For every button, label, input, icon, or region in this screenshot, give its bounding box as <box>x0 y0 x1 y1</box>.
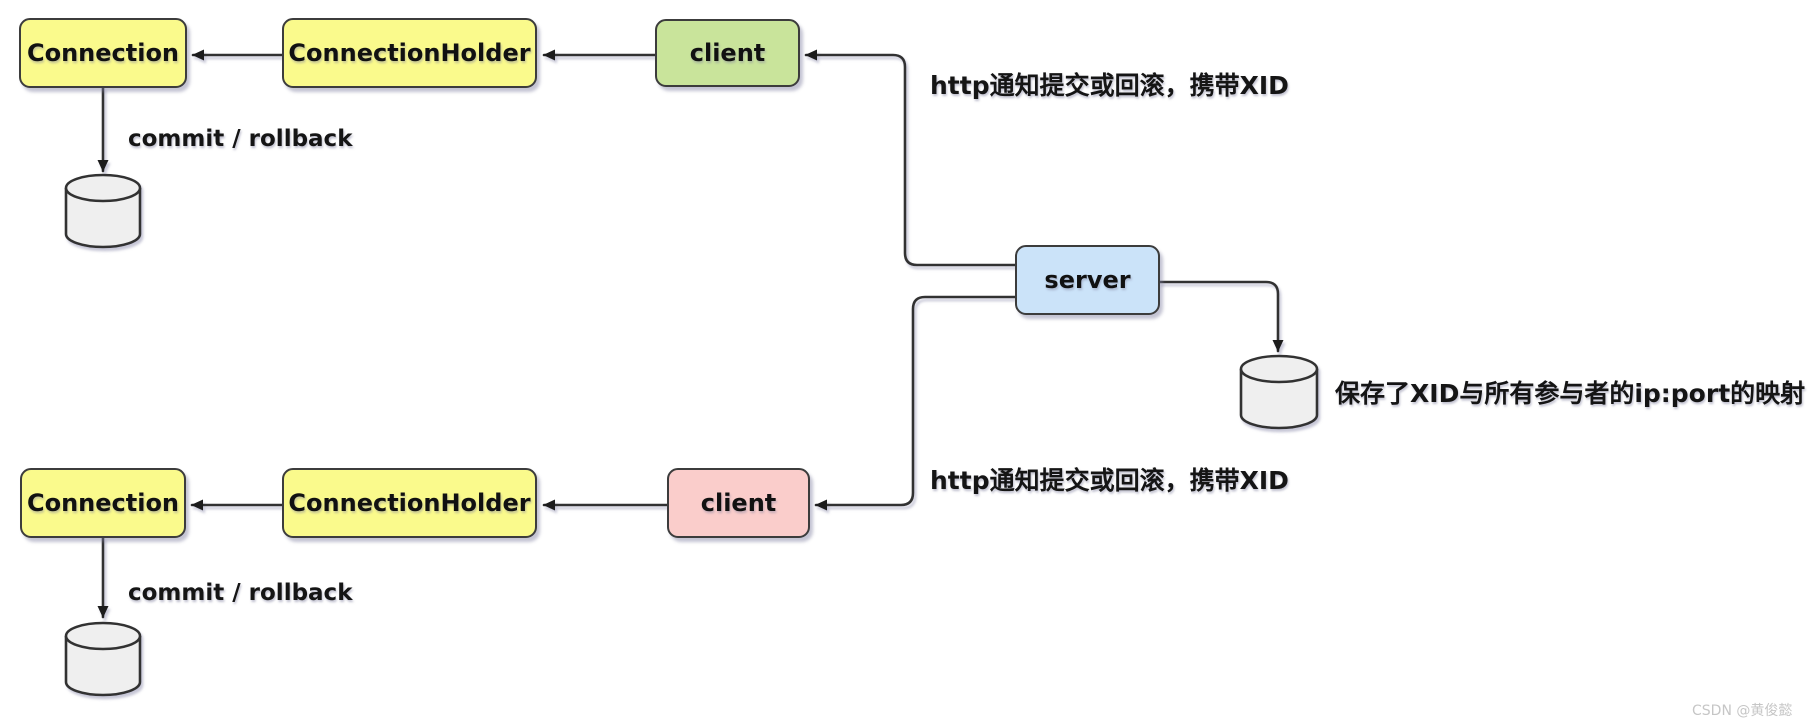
node-server: server <box>1015 245 1160 315</box>
database-icon <box>64 621 142 697</box>
node-client-top: client <box>655 19 800 87</box>
node-connection-holder-top: ConnectionHolder <box>282 18 537 88</box>
node-label: client <box>700 489 777 517</box>
node-connection-holder-bottom: ConnectionHolder <box>282 468 537 538</box>
node-connection-top: Connection <box>19 18 187 88</box>
node-client-bottom: client <box>667 468 810 538</box>
database-icon <box>1239 354 1319 430</box>
edge-label-http-notify-top: http通知提交或回滚，携带XID <box>930 71 1289 100</box>
edge-label-http-notify-bottom: http通知提交或回滚，携带XID <box>930 466 1289 495</box>
database-icon <box>64 173 142 249</box>
csdn-watermark: CSDN @黄俊懿 <box>1692 703 1793 719</box>
node-connection-bottom: Connection <box>20 468 186 538</box>
edge-label-xid-mapping: 保存了XID与所有参与者的ip:port的映射 <box>1335 379 1806 408</box>
arrow-server-to-db <box>1158 280 1284 353</box>
node-label: ConnectionHolder <box>288 39 531 67</box>
edge-label-commit-rollback-top: commit / rollback <box>128 126 353 152</box>
node-label: ConnectionHolder <box>288 489 531 517</box>
edge-label-commit-rollback-bottom: commit / rollback <box>128 580 353 606</box>
node-label: server <box>1044 266 1131 294</box>
node-label: Connection <box>26 489 180 517</box>
node-label: Connection <box>26 39 180 67</box>
node-label: client <box>689 39 766 67</box>
